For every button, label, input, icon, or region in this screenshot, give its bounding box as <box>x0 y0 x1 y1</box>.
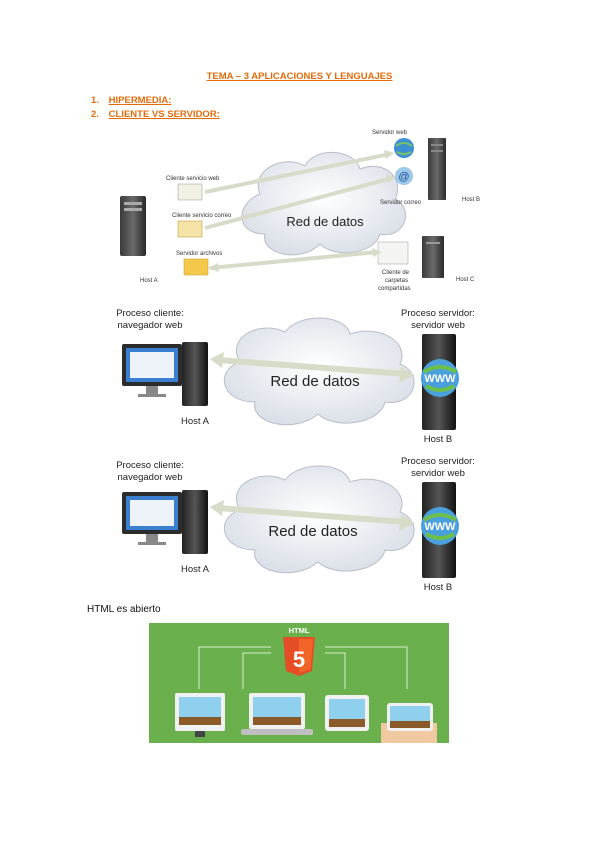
shared-folders-icon <box>377 241 409 265</box>
host-b-label: Host B <box>424 434 453 445</box>
servidor-archivos-label: Servidor archivos <box>176 251 222 257</box>
client-server-diagram-1: Proceso cliente: navegador web Proceso s… <box>116 308 475 445</box>
host-c-label: Host C <box>456 277 475 283</box>
document-title: TEMA – 3 APLICACIONES Y LENGUAJES <box>206 71 393 82</box>
host-a-label: Host A <box>181 416 210 427</box>
html5-banner: 5 HTML <box>149 623 449 743</box>
mail-client-icon <box>177 220 203 238</box>
connection-arrows <box>204 152 393 270</box>
connection-arrow <box>210 352 415 383</box>
client-server-diagram-2: Proceso cliente: navegador web Proceso s… <box>116 456 475 593</box>
host-b-label: Host B <box>462 197 480 203</box>
desktop-monitor-icon <box>175 693 225 737</box>
proceso-servidor-label: Proceso servidor: <box>401 456 475 467</box>
host-b-server-icon <box>428 138 446 200</box>
www-server-icon <box>421 334 459 430</box>
tablet-icon <box>325 695 369 731</box>
list-item: 1. HIPERMEDIA: <box>91 94 220 108</box>
list-number: 2. <box>91 109 99 120</box>
www-server-icon <box>421 482 459 578</box>
laptop-icon <box>241 693 313 735</box>
cloud-label: Red de datos <box>268 523 357 540</box>
host-a-computer-icon <box>122 342 208 406</box>
html5-logo-text: HTML <box>289 626 310 635</box>
host-c-server-icon <box>422 236 444 278</box>
cliente-correo-label: Cliente servicio correo <box>172 213 232 219</box>
proceso-cliente-label: Proceso cliente: <box>116 460 184 471</box>
cliente-carpetas-label-1: Cliente de <box>382 270 410 276</box>
cloud-label: Red de datos <box>270 373 359 390</box>
list-label: CLIENTE VS SERVIDOR: <box>108 109 220 120</box>
html5-number: 5 <box>293 647 305 672</box>
network-diagram-services: Red de datos Host A Cliente servicio web… <box>120 130 480 292</box>
cliente-carpetas-label-3: compartidas <box>378 286 411 292</box>
connection-arrow <box>210 500 415 531</box>
host-b-label: Host B <box>424 582 453 593</box>
www-label: WWW <box>424 521 456 533</box>
servidor-web-label: servidor web <box>411 320 465 331</box>
phone-in-hands-icon <box>381 703 437 743</box>
host-a-label: Host A <box>181 564 210 575</box>
email-at-icon <box>395 167 413 185</box>
proceso-cliente-label: Proceso cliente: <box>116 308 184 319</box>
svg-text:@: @ <box>398 171 409 183</box>
servidor-correo-label: Servidor correo <box>380 200 422 206</box>
navegador-web-label: navegador web <box>118 320 183 331</box>
navegador-web-label: navegador web <box>118 472 183 483</box>
host-a-computer-icon <box>122 490 208 554</box>
cliente-carpetas-label-2: carpetas <box>385 278 408 284</box>
html5-logo-icon: 5 <box>283 637 315 676</box>
list-item: 2. CLIENTE VS SERVIDOR: <box>91 108 220 122</box>
cloud-icon <box>241 152 407 256</box>
list-number: 1. <box>91 95 99 106</box>
caption-html-abierto: HTML es abierto <box>87 604 161 615</box>
servidor-web-label: servidor web <box>411 468 465 479</box>
list-label: HIPERMEDIA: <box>108 95 172 106</box>
host-a-computer-icon <box>120 196 146 256</box>
topic-list: 1. HIPERMEDIA: 2. CLIENTE VS SERVIDOR: <box>91 94 220 122</box>
browser-window-icon <box>177 183 203 201</box>
folder-icon <box>183 258 209 276</box>
cliente-web-label: Cliente servicio web <box>166 176 220 182</box>
servidor-web-label: Servidor web <box>372 130 408 136</box>
cloud-icon <box>223 465 415 574</box>
proceso-servidor-label: Proceso servidor: <box>401 308 475 319</box>
cloud-label: Red de datos <box>286 214 364 229</box>
cloud-icon <box>223 317 415 426</box>
host-a-label: Host A <box>140 278 158 284</box>
www-label: WWW <box>424 373 456 385</box>
